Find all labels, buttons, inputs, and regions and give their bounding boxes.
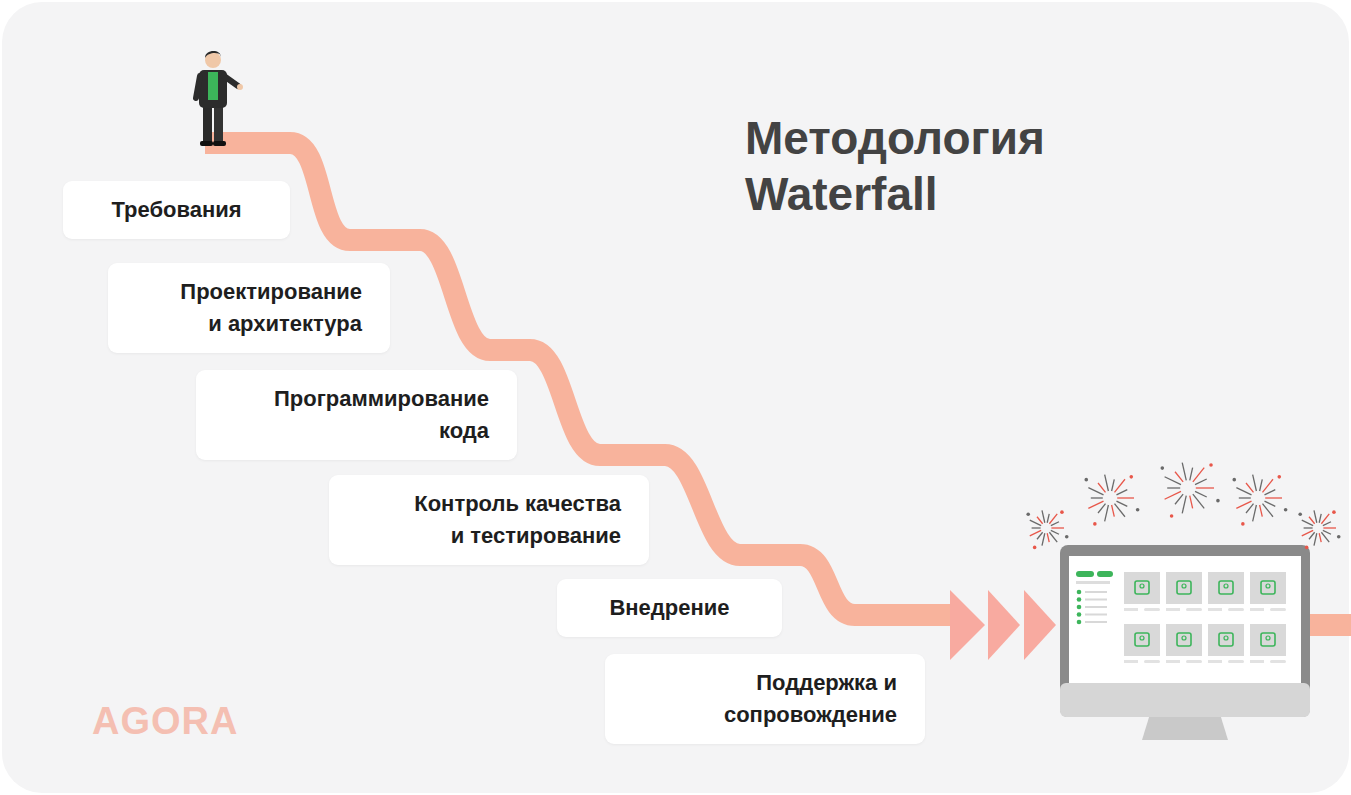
stage-label: Проектирование и архитектура [136, 276, 362, 340]
chevrons [950, 590, 1056, 660]
stage-label: Внедрение [585, 592, 754, 624]
stage-box: Требования [63, 181, 290, 239]
stage-box: Проектирование и архитектура [108, 263, 390, 353]
logo-watermark: AGORA [92, 700, 238, 743]
person-figure [196, 51, 243, 146]
stage-label: Контроль качества и тестирование [357, 488, 621, 552]
stage-box: Внедрение [557, 579, 782, 637]
diagram-title: Методология Waterfall [745, 110, 1125, 222]
monitor-illustration [1060, 545, 1310, 740]
stage-box: Контроль качества и тестирование [329, 475, 649, 565]
stage-label: Требования [91, 194, 262, 226]
stage-box: Поддержка и сопровождение [605, 654, 925, 744]
stage-label: Программирование кода [224, 383, 489, 447]
fireworks [1026, 463, 1340, 550]
stage-box: Программирование кода [196, 370, 517, 460]
stage-label: Поддержка и сопровождение [633, 667, 897, 731]
